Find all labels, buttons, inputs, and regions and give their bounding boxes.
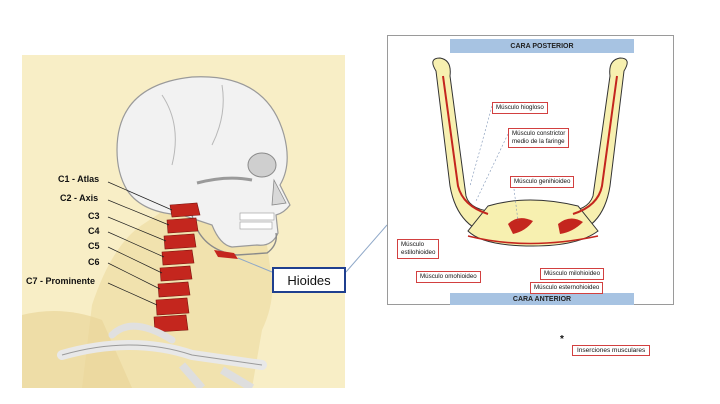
- band-cara-anterior: CARA ANTERIOR: [450, 293, 634, 305]
- label-musculo-esternohioideo: Músculo esternohioideo: [530, 282, 604, 294]
- vertebra-label-c3: C3: [88, 211, 100, 221]
- hioides-label-box: Hioides: [272, 267, 346, 293]
- legend-marker: *: [560, 334, 564, 345]
- band-cara-posterior: CARA POSTERIOR: [450, 39, 634, 53]
- legend-inserciones-musculares: Inserciones musculares: [572, 345, 651, 356]
- label-musculo-estilohioideo-line1: Músculo: [401, 241, 425, 248]
- vertebra-label-c1: C1 - Atlas: [58, 174, 100, 184]
- label-musculo-genihioideo: Músculo genihioideo: [510, 176, 575, 188]
- label-musculo-constrictor-line2: medio de la faringe: [512, 137, 565, 145]
- label-musculo-estilohioideo: Músculo estilohioideo: [397, 239, 440, 259]
- vertebra-label-c7: C7 - Prominente: [26, 276, 96, 286]
- label-musculo-milohioideo: Músculo milohioideo: [540, 268, 605, 280]
- label-musculo-hiogloso: Músculo hiogloso: [492, 102, 548, 114]
- neck-anatomy-panel: C1 - Atlas C2 - Axis C3 C4 C5 C6 C7 - Pr…: [22, 55, 345, 388]
- vertebra-label-c2: C2 - Axis: [60, 193, 99, 203]
- label-musculo-constrictor-line1: Músculo constrictor: [512, 130, 566, 137]
- label-musculo-constrictor: Músculo constrictor medio de la faringe: [508, 128, 570, 148]
- skull-neck-illustration: [22, 76, 291, 388]
- vertebra-label-c5: C5: [88, 241, 100, 251]
- vertebra-label-c6: C6: [88, 257, 100, 267]
- hyoid-detail-panel: CARA POSTERIOR CARA ANTERIOR Músculo hio…: [387, 35, 674, 305]
- hyoid-bone-diagram: [432, 57, 628, 247]
- vertebra-label-c4: C4: [88, 226, 100, 236]
- label-musculo-omohioideo: Músculo omohioideo: [416, 271, 481, 283]
- label-musculo-estilohioideo-line2: estilohioideo: [401, 248, 436, 256]
